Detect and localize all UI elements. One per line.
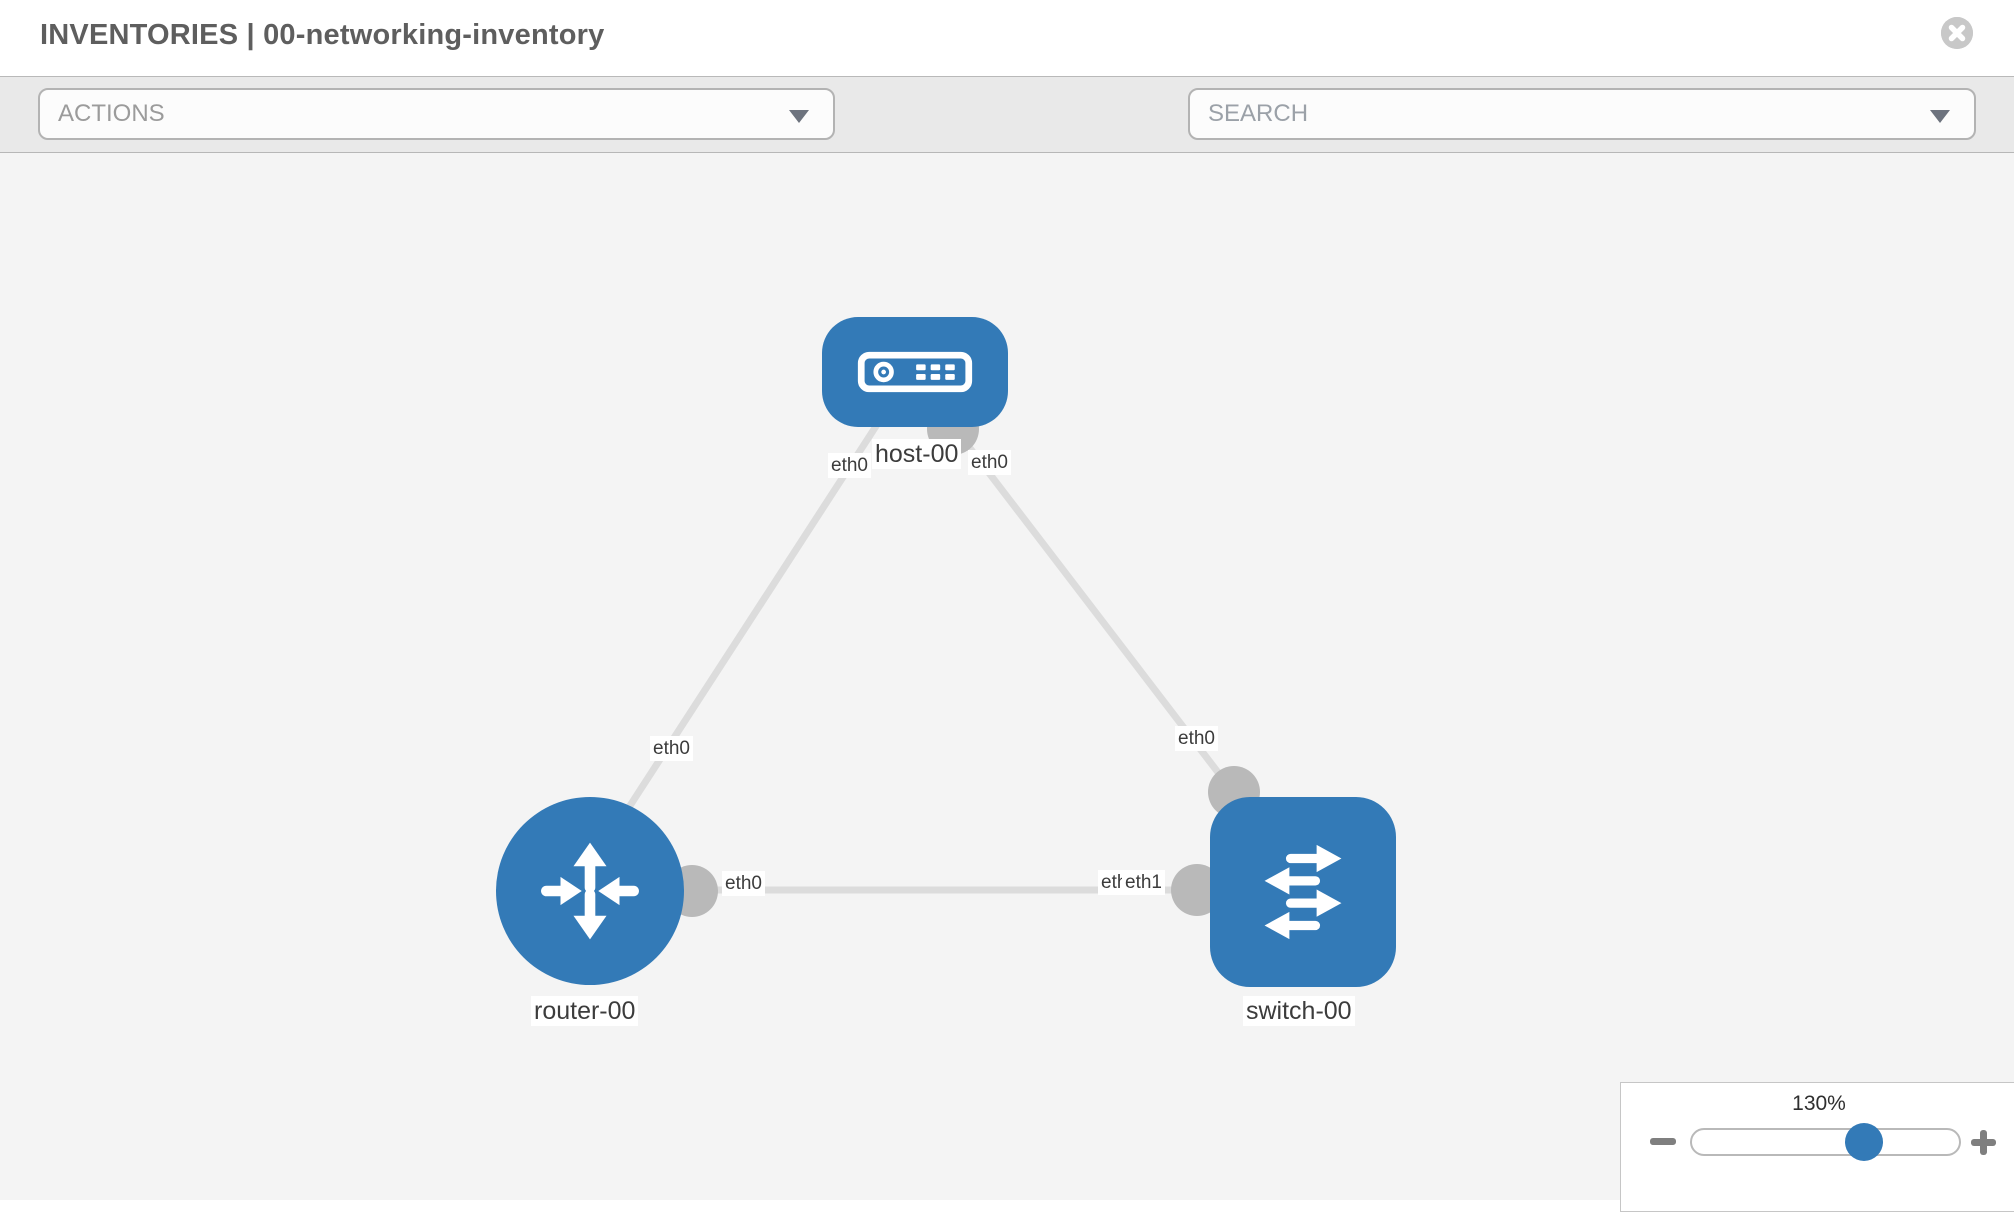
zoom-level-value: 130%: [1792, 1092, 1846, 1115]
zoom-slider-track[interactable]: [1690, 1128, 1961, 1156]
page-title: INVENTORIES | 00-networking-inventory: [40, 19, 605, 51]
search-box[interactable]: [1188, 88, 1976, 140]
switch-icon: [1264, 844, 1342, 940]
close-button[interactable]: [1941, 17, 1973, 49]
zoom-slider-thumb[interactable]: [1845, 1123, 1883, 1161]
chevron-down-icon: [789, 110, 809, 123]
iface-label-eth0: eth0: [968, 450, 1011, 475]
plus-icon: [1980, 1130, 1987, 1155]
iface-label-eth1: eth1: [1122, 870, 1165, 895]
host-icon: [857, 351, 973, 393]
chevron-down-icon: [1930, 110, 1950, 123]
router-icon: [541, 842, 639, 940]
iface-label-eth0: eth0: [1175, 726, 1218, 751]
node-host-00[interactable]: [822, 317, 1008, 427]
actions-dropdown-label: ACTIONS: [58, 100, 165, 127]
zoom-out-button[interactable]: [1650, 1138, 1676, 1145]
zoom-control-panel: 130%: [1620, 1082, 2014, 1212]
actions-dropdown[interactable]: ACTIONS: [38, 88, 835, 140]
node-label-host-00: host-00: [872, 439, 962, 469]
zoom-in-button[interactable]: [1971, 1130, 1996, 1155]
node-switch-00[interactable]: [1210, 797, 1396, 987]
node-router-00[interactable]: [496, 797, 684, 985]
panel-header: INVENTORIES | 00-networking-inventory: [0, 0, 2014, 77]
node-label-router-00: router-00: [531, 996, 639, 1026]
iface-label-eth0: eth0: [650, 736, 693, 761]
search-input[interactable]: [1190, 99, 1900, 129]
topology-canvas[interactable]: eth0 host-00 eth0 eth0 eth0 eth0 eth0 et…: [0, 153, 2014, 1200]
node-label-switch-00: switch-00: [1243, 996, 1355, 1026]
close-icon: [1941, 17, 1973, 49]
toolbar: ACTIONS: [0, 77, 2014, 209]
topology-links: [619, 418, 1236, 894]
iface-label-eth0: eth0: [828, 453, 871, 478]
iface-label-eth0: eth0: [722, 871, 765, 896]
